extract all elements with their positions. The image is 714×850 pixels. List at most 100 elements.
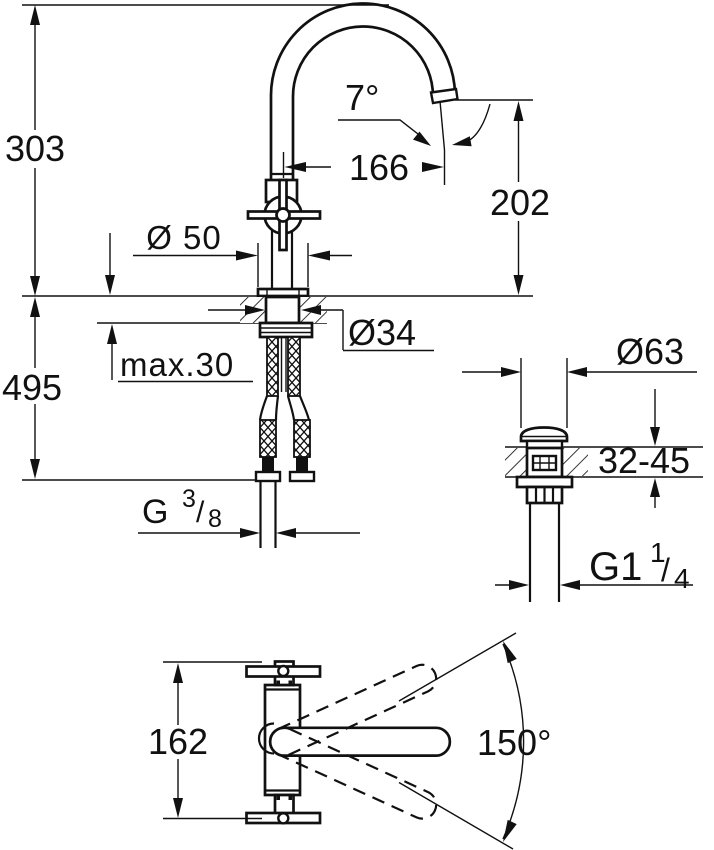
arrow-down-icon xyxy=(105,275,115,295)
ext-line-outlet xyxy=(439,100,446,185)
mounting-shank xyxy=(264,295,301,325)
ext-lines-162 xyxy=(163,661,262,820)
arrow-up-icon xyxy=(173,663,183,683)
plan-view: 162 150° xyxy=(148,632,551,850)
pop-up-rod xyxy=(280,337,287,392)
arrow-down-icon xyxy=(173,798,183,818)
arrow-up-icon xyxy=(650,478,660,497)
thread-g114-numerator: 1 xyxy=(650,537,666,568)
arrow-up-icon xyxy=(513,101,524,121)
ext-lines-dia50 xyxy=(257,243,309,287)
hose-curve-4 xyxy=(298,395,311,421)
plan-spout-swivel-up xyxy=(269,663,438,757)
front-view xyxy=(22,2,533,548)
plan-handle-top xyxy=(245,660,322,687)
dimension-166: 166 xyxy=(282,100,446,188)
arrow-right-icon xyxy=(422,162,444,172)
arrow-left-icon xyxy=(560,580,580,590)
arrow-leader-icon xyxy=(413,131,431,146)
arrow-right-icon xyxy=(501,367,521,377)
leader-7deg xyxy=(338,119,419,135)
arrow-up-icon xyxy=(30,297,40,317)
arrow-arc-bottom-icon xyxy=(503,819,517,842)
valve-collar-slots xyxy=(534,487,555,503)
dimension-303: 303 xyxy=(5,5,65,296)
arrow-right-icon xyxy=(509,580,529,590)
dim-text-dia50: Ø 50 xyxy=(146,219,222,256)
dimension-495: 495 xyxy=(2,297,62,479)
plan-handle-bottom-mark-left xyxy=(276,795,280,800)
dimension-7deg: 7° xyxy=(338,77,491,147)
dim-text-162: 162 xyxy=(148,721,208,762)
dimension-150deg: 150° xyxy=(398,632,551,850)
angle-leg-lower xyxy=(398,781,514,850)
thread-g38-numerator: 3 xyxy=(182,485,196,513)
arrow-down-icon xyxy=(30,276,40,296)
dim-text-max30: max.30 xyxy=(120,346,234,383)
dim-text-dia63: Ø63 xyxy=(616,331,684,372)
arrow-arc-icon xyxy=(452,136,472,147)
dim-text-303: 303 xyxy=(5,128,65,169)
hose-ferrule-right xyxy=(296,457,308,472)
base-escutcheon xyxy=(256,287,310,298)
dimension-dia63: Ø63 xyxy=(462,331,697,428)
dimension-162: 162 xyxy=(148,661,262,820)
plan-handle-bottom-screw xyxy=(277,812,290,825)
arrow-down-icon xyxy=(30,459,40,479)
arrow-left-icon xyxy=(567,367,587,377)
thread-g114-main: G1 xyxy=(589,545,642,589)
dim-text-150deg: 150° xyxy=(477,722,551,763)
arrow-up-icon xyxy=(107,324,117,344)
dim-text-7deg: 7° xyxy=(345,77,379,118)
base-detail-lines xyxy=(266,289,300,296)
dim-text-dia34: Ø34 xyxy=(348,312,416,353)
spout-outer-wall xyxy=(269,2,457,180)
faucet-body xyxy=(246,178,322,298)
arrow-left-icon xyxy=(276,528,296,538)
valve-hatch-left xyxy=(505,448,527,476)
arrow-up-icon xyxy=(30,5,40,25)
dimension-202: 202 xyxy=(455,99,550,295)
threaded-stud-left xyxy=(266,336,279,397)
connection-nipple xyxy=(259,481,277,548)
dimension-max30: max.30 xyxy=(105,233,253,383)
arrow-left-icon xyxy=(284,162,306,172)
thread-g38-main: G xyxy=(142,493,168,531)
arrow-right-icon xyxy=(240,528,260,538)
mounting-nut-lines xyxy=(260,327,312,334)
plan-spout-hub xyxy=(257,722,275,755)
dimension-dia50: Ø 50 xyxy=(133,219,352,287)
valve-tailpipe xyxy=(528,503,561,602)
leader-dia34 xyxy=(208,309,344,350)
valve-cap xyxy=(519,426,569,443)
valve-window-slots xyxy=(533,456,556,470)
hose-ferrule-left xyxy=(262,457,274,472)
spout-outlet-cap xyxy=(429,87,459,105)
dim-text-495: 495 xyxy=(2,367,62,408)
mounting-nut xyxy=(258,321,314,339)
plan-handle-bottom-mark-right xyxy=(288,795,292,800)
dim-text-32-45: 32-45 xyxy=(598,440,690,481)
arrow-left-icon xyxy=(308,250,330,261)
thread-g38-denominator: 8 xyxy=(208,505,222,533)
plan-handle-top-mark-right xyxy=(288,680,292,685)
hose-curve-3 xyxy=(286,395,296,421)
threaded-stud-right xyxy=(287,336,301,397)
angle-arc-150 xyxy=(502,643,525,840)
waste-valve-view: Ø63 32-45 G1 1 / 4 xyxy=(462,331,703,602)
dimension-g114: G1 1 / 4 xyxy=(495,537,693,594)
cross-handle-center xyxy=(275,207,291,223)
thread-g114-slash: / xyxy=(661,552,670,588)
spout xyxy=(269,2,459,180)
arrow-left-icon xyxy=(301,305,321,315)
arrow-right-icon xyxy=(236,250,258,261)
front-view-dimensions: 303 495 202 166 xyxy=(2,5,550,538)
dimension-32-45: 32-45 xyxy=(598,389,690,508)
dimension-g38: G 3 / 8 xyxy=(138,485,360,538)
mounting-section xyxy=(240,295,327,548)
arrow-down-icon xyxy=(513,275,524,295)
plan-body-caps xyxy=(265,688,300,792)
plan-handle-top-screw xyxy=(277,664,290,678)
